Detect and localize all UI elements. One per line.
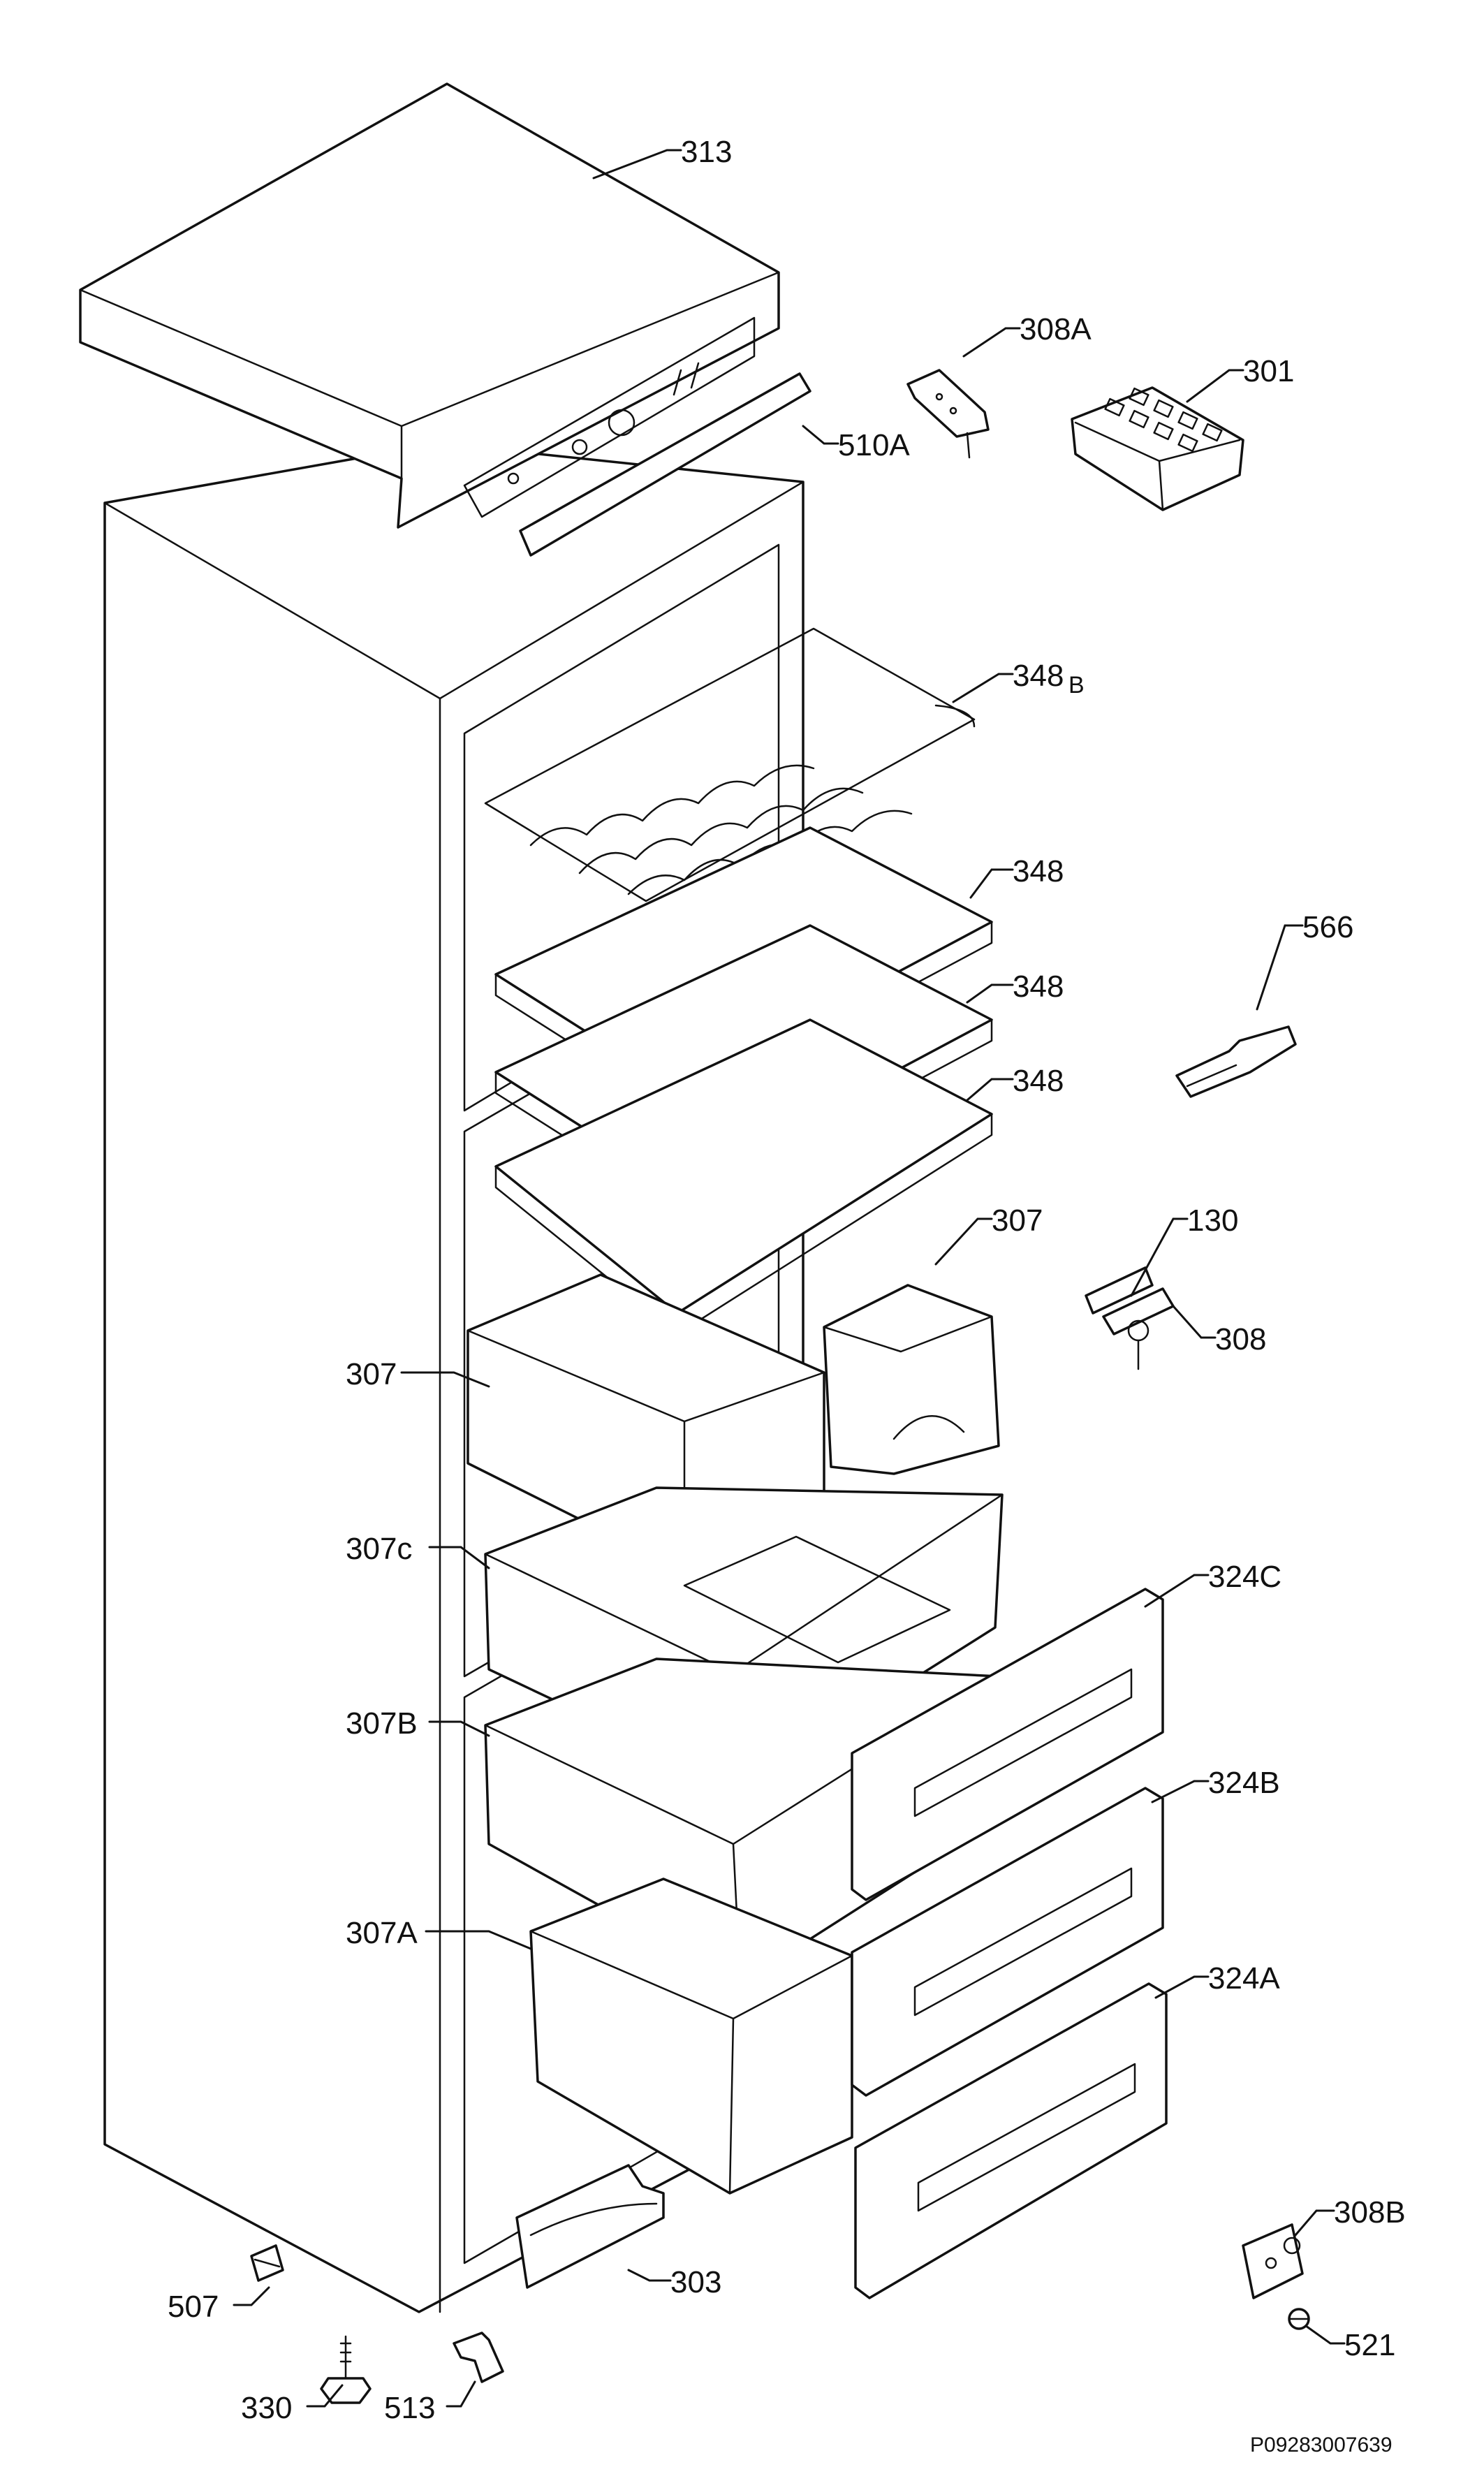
leader-lines — [233, 149, 1346, 2408]
label-348B-suffix: B — [1068, 672, 1085, 698]
label-307-right: 307 — [992, 1203, 1043, 1238]
label-348B: 348 — [1013, 659, 1064, 693]
label-324B: 324B — [1208, 1766, 1280, 1800]
wine-rack-348B — [484, 627, 976, 902]
label-313: 313 — [681, 135, 732, 169]
label-130: 130 — [1187, 1203, 1238, 1238]
label-307c: 307c — [346, 1532, 412, 1566]
label-566: 566 — [1302, 910, 1353, 944]
label-510A: 510A — [838, 428, 910, 462]
drawer-front-324A — [854, 1982, 1168, 2299]
drawer-front-324C — [851, 1588, 1164, 1901]
label-307B: 307B — [346, 1706, 418, 1741]
drawing-code: P09283007639 — [1250, 2433, 1393, 2457]
label-324A: 324A — [1208, 1961, 1280, 1996]
bracket-308A — [906, 369, 990, 459]
bottom-plinth-303 — [515, 2164, 665, 2289]
label-308: 308 — [1215, 1322, 1266, 1356]
label-348-shelf-3: 348 — [1013, 1064, 1064, 1098]
clip-513 — [453, 2332, 504, 2383]
freezer-basket-307A — [529, 1878, 853, 2195]
label-301: 301 — [1243, 354, 1294, 388]
adjustable-foot-330 — [320, 2335, 372, 2404]
crisper-drawer-307-right — [823, 1284, 1000, 1475]
label-308A: 308A — [1020, 312, 1092, 346]
ice-tray-301 — [1071, 386, 1244, 511]
label-507: 507 — [168, 2290, 219, 2324]
screw-521 — [1288, 2308, 1310, 2330]
label-307-left: 307 — [346, 1357, 397, 1391]
label-521: 521 — [1344, 2328, 1395, 2362]
label-324C: 324C — [1208, 1560, 1281, 1594]
hinge-bracket-308B — [1242, 2223, 1304, 2299]
door-handle-566 — [1175, 1025, 1297, 1098]
drawer-front-324B — [851, 1787, 1164, 2097]
top-cover-313 — [79, 82, 780, 529]
label-513: 513 — [384, 2391, 435, 2425]
label-348-shelf-1: 348 — [1013, 854, 1064, 888]
label-348-shelf-2: 348 — [1013, 969, 1064, 1004]
label-330: 330 — [241, 2391, 292, 2425]
clip-507 — [250, 2244, 284, 2282]
label-303: 303 — [670, 2265, 721, 2299]
label-308B: 308B — [1334, 2195, 1406, 2230]
part-labels: 313 308A 301 510A 348 B 348 348 348 566 … — [168, 135, 1406, 2425]
hinge-130-308 — [1085, 1266, 1175, 1370]
control-strip-510A — [519, 372, 811, 557]
label-307A: 307A — [346, 1916, 418, 1950]
